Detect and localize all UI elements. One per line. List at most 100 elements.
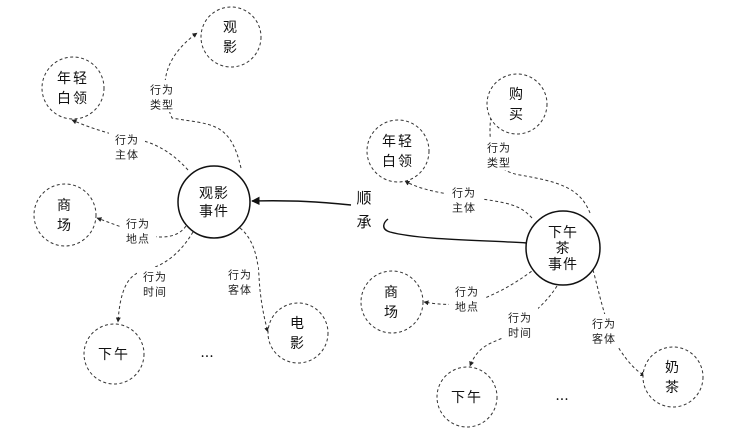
tea-event-object-edge-label-line: 客体	[592, 332, 616, 346]
tea-event-place-edge-label: 行为地点	[455, 286, 479, 314]
movie-event-place-edge-label-line: 行为	[126, 218, 150, 231]
tea-event-time-label-bg	[502, 308, 538, 340]
movie-event-place-value-line: 场	[57, 218, 73, 234]
tea-event-place-node	[360, 270, 424, 334]
movie-event-time-label-bg	[137, 267, 173, 299]
movie-event-type-value: 观影	[223, 20, 239, 56]
tea-event-type-value-line: 购	[509, 87, 525, 103]
tea-event-time-value: 下午	[451, 390, 483, 406]
tea-event-object-value-line: 奶	[665, 360, 681, 376]
movie-event-place-value: 商场	[57, 198, 73, 234]
tea-event-type-label-bg	[481, 138, 517, 170]
movie-event-node	[177, 165, 251, 239]
movie-event-agent-value: 年轻白领	[57, 71, 89, 107]
movie-event-object-value: 电影	[290, 316, 306, 352]
movie-event-agent-value-line: 白领	[57, 91, 89, 107]
tea-event-object-label-bg	[586, 314, 622, 346]
relation-label-line: 顺	[356, 189, 371, 207]
nodes-layer: 观影事件观影年轻白领商场下午电影...下午茶事件购买年轻白领商场下午奶茶...	[33, 6, 704, 428]
movie-event-agent-label-bg	[109, 130, 145, 162]
movie-event-object-value-line: 电	[290, 316, 306, 332]
movie-event-agent-edge-label-line: 行为	[115, 134, 139, 147]
movie-event-time-value-line: 下午	[98, 347, 130, 363]
movie-event-edge-place	[96, 217, 187, 238]
movie-event-type-edge-label-line: 类型	[150, 98, 174, 112]
tea-event-agent-node	[366, 119, 430, 183]
relation-label: 顺承	[356, 189, 371, 231]
movie-event-place-value-line: 商	[57, 198, 73, 214]
tea-event-agent-label-bg	[446, 183, 482, 215]
tea-event-group: 下午茶事件购买年轻白领商场下午奶茶...	[360, 73, 704, 428]
tea-event-edge-object	[592, 269, 646, 377]
tea-event-object-value: 奶茶	[665, 360, 681, 396]
tea-event-type-edge-label-line: 行为	[487, 142, 511, 155]
movie-event-ellipsis: ...	[200, 345, 213, 361]
relation-label-line: 承	[356, 213, 371, 231]
movie-event-time-node	[83, 323, 145, 385]
movie-event-agent-node	[41, 56, 105, 120]
tea-event-agent-value: 年轻白领	[382, 134, 414, 170]
tea-event-time-node	[436, 366, 498, 428]
tea-event-agent-edge-label-line: 行为	[452, 187, 476, 200]
relation-arrow	[251, 196, 352, 206]
tea-event-label-line: 事件	[548, 257, 578, 273]
movie-event-agent-edge-label: 行为主体	[115, 134, 139, 162]
tea-event-time-edge-label-line: 行为	[508, 312, 532, 325]
movie-event-edge-type	[164, 32, 242, 169]
tea-event-object-node	[642, 346, 704, 408]
movie-event-time-edge-label-line: 行为	[143, 271, 167, 284]
tea-event-place-value-line: 场	[384, 305, 400, 321]
tea-event-node	[525, 210, 601, 286]
movie-event-object-node	[267, 302, 329, 364]
tea-event-type-edge-label: 行为类型	[487, 142, 511, 170]
tea-event-agent-value-line: 年轻	[382, 134, 414, 150]
movie-event-group: 观影事件观影年轻白领商场下午电影...	[33, 6, 329, 385]
movie-event-time-value: 下午	[98, 347, 130, 363]
movie-event-label: 观影事件	[199, 186, 229, 220]
movie-event-object-edge-label-line: 行为	[228, 269, 252, 282]
movie-event-object-edge-label-line: 客体	[228, 283, 252, 297]
tea-event-type-edge-label-line: 类型	[487, 156, 511, 170]
movie-event-type-edge-label-line: 行为	[150, 84, 174, 97]
movie-event-label-line: 观影	[199, 186, 229, 202]
relation-label-bg	[352, 185, 376, 235]
tea-event-time-edge-label-line: 时间	[508, 327, 532, 340]
movie-event-place-edge-label: 行为地点	[126, 218, 150, 246]
movie-event-place-node	[33, 183, 97, 247]
tea-event-object-value-line: 茶	[665, 380, 681, 396]
movie-event-agent-value-line: 年轻	[57, 71, 89, 87]
tea-event-label: 下午茶事件	[548, 225, 578, 273]
movie-event-type-value-line: 影	[223, 40, 239, 56]
movie-event-time-edge-label-line: 时间	[143, 286, 167, 299]
movie-event-type-node	[200, 6, 262, 68]
tea-event-object-edge-label: 行为客体	[592, 318, 616, 346]
tea-event-label-line: 下午	[548, 225, 578, 241]
movie-event-place-label-bg	[120, 214, 156, 246]
movie-event-place-edge-label-line: 地点	[126, 233, 150, 246]
tea-event-type-node	[486, 73, 548, 135]
tea-event-place-edge-label-line: 行为	[455, 286, 479, 299]
tea-event-type-value: 购买	[509, 87, 525, 123]
movie-event-time-edge-label: 行为时间	[143, 271, 167, 299]
relation-curve	[383, 218, 528, 244]
tea-event-edge-place	[423, 267, 537, 306]
movie-event-type-label-bg	[144, 80, 180, 112]
movie-event-agent-edge-label-line: 主体	[115, 148, 139, 162]
movie-event-type-edge-label: 行为类型	[150, 84, 174, 112]
tea-event-ellipsis: ...	[555, 388, 568, 404]
tea-event-place-label-bg	[449, 282, 485, 314]
movie-event-object-edge-label: 行为客体	[228, 269, 252, 297]
tea-event-place-value-line: 商	[384, 285, 400, 301]
tea-event-object-edge-label-line: 行为	[592, 318, 616, 331]
movie-event-type-value-line: 观	[223, 20, 239, 36]
tea-event-place-value: 商场	[384, 285, 400, 321]
tea-event-agent-value-line: 白领	[382, 154, 414, 170]
tea-event-label-line: 茶	[556, 241, 571, 257]
tea-event-time-value-line: 下午	[451, 390, 483, 406]
tea-event-agent-edge-label: 行为主体	[452, 187, 476, 215]
movie-event-label-line: 事件	[199, 204, 229, 220]
tea-event-type-value-line: 买	[509, 107, 525, 123]
tea-event-agent-edge-label-line: 主体	[452, 201, 476, 215]
